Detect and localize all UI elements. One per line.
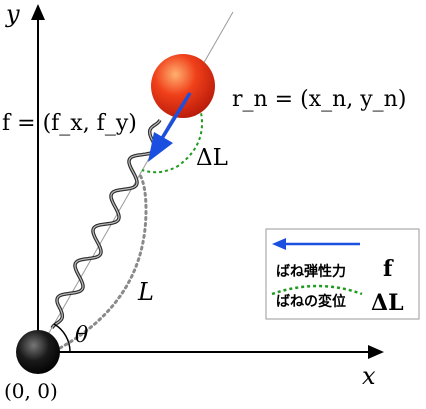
spring-coil-highlight	[51, 119, 161, 329]
x-axis-label: x	[362, 362, 376, 390]
force-label: f = (f_x, f_y)	[2, 111, 137, 136]
legend-item-force-symbol: f	[383, 256, 394, 282]
y-axis-label: y	[5, 0, 20, 28]
origin-label: (0, 0)	[4, 379, 58, 403]
delta-l-label: ΔL	[196, 145, 228, 171]
legend-item-force-text: ばね弾性力	[276, 263, 346, 280]
angle-arc	[53, 323, 71, 353]
legend-item-delta-text: ばねの変位	[276, 293, 346, 310]
mass-ball	[151, 54, 215, 118]
origin-ball	[16, 330, 60, 374]
force-arrow-shaft	[159, 92, 192, 141]
theta-label: θ	[75, 323, 88, 348]
position-label: r_n = (x_n, y_n)	[232, 87, 406, 112]
x-axis-arrowhead	[368, 345, 384, 359]
legend-item-delta-symbol: ΔL	[371, 290, 404, 316]
legend: ばね弾性力 f ばねの変位 ΔL	[265, 228, 420, 320]
length-label: L	[137, 278, 154, 306]
delta-l-arc	[141, 95, 203, 174]
legend-arrowhead-icon	[272, 238, 286, 250]
force-arrow-head	[148, 132, 173, 162]
length-arc	[58, 173, 148, 350]
y-axis-arrowhead	[31, 4, 45, 20]
